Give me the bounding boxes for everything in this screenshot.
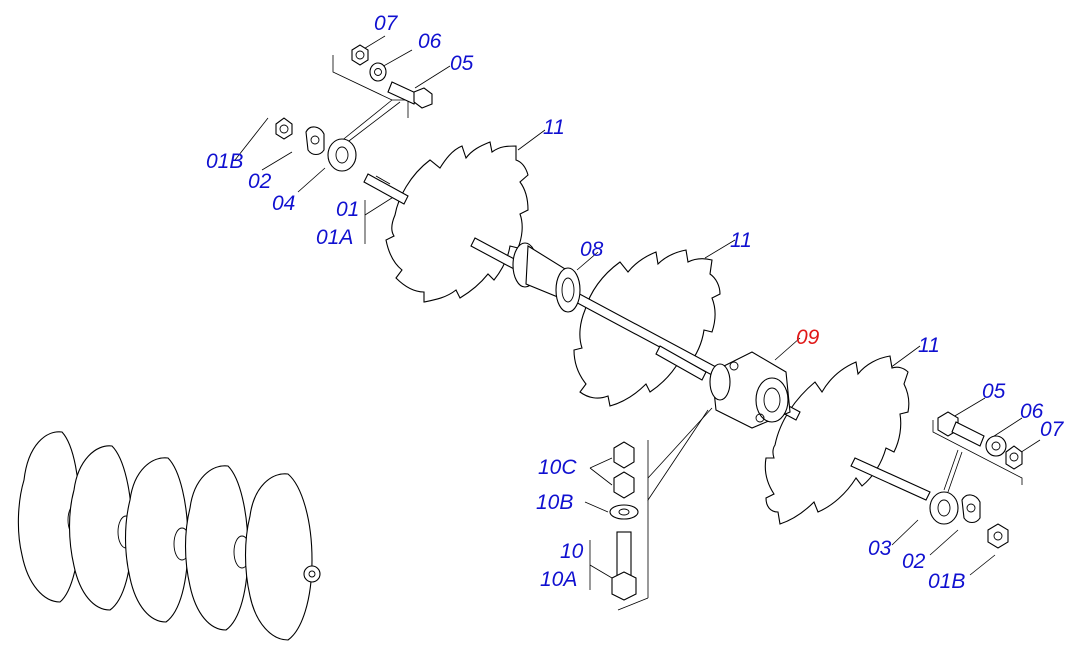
label-01: 01 xyxy=(336,198,359,221)
label-01B-right: 01B xyxy=(928,570,965,593)
label-06-right: 06 xyxy=(1020,400,1044,423)
parts-left-small xyxy=(275,117,409,205)
disc-blade-right xyxy=(764,355,910,525)
label-10A: 10A xyxy=(540,568,577,591)
label-08: 08 xyxy=(580,238,604,261)
spacer-08 xyxy=(512,242,581,313)
label-11-right: 11 xyxy=(918,334,940,357)
label-05-right: 05 xyxy=(982,380,1006,403)
label-05-top: 05 xyxy=(450,52,474,75)
bolt-group-top xyxy=(351,44,433,109)
label-09: 09 xyxy=(796,326,820,349)
label-10B: 10B xyxy=(536,491,573,514)
label-03: 03 xyxy=(868,537,892,560)
label-04: 04 xyxy=(272,192,295,215)
disc-gang-assembly xyxy=(17,431,321,641)
parts-right-small xyxy=(929,491,1009,549)
label-07-top: 07 xyxy=(374,12,399,35)
label-10: 10 xyxy=(560,540,584,563)
part-labels: 07 06 05 01B 02 04 01 01A 11 08 11 09 11… xyxy=(206,12,1065,593)
disc-blade-left xyxy=(385,141,529,303)
label-01A: 01A xyxy=(316,226,353,249)
bearing-housing-09 xyxy=(709,351,791,429)
label-11-middle: 11 xyxy=(730,229,752,252)
label-01B-left: 01B xyxy=(206,150,243,173)
disc-blade-middle xyxy=(573,249,721,407)
label-06-top: 06 xyxy=(418,30,442,53)
label-11-left: 11 xyxy=(543,116,565,139)
label-07-right: 07 xyxy=(1040,418,1065,441)
label-10C: 10C xyxy=(538,456,577,479)
bolt-group-right xyxy=(937,411,1023,470)
leader-lines xyxy=(234,35,1041,611)
label-02-right: 02 xyxy=(902,550,926,573)
label-02-left: 02 xyxy=(248,170,272,193)
bolt-stack-10 xyxy=(609,441,639,601)
